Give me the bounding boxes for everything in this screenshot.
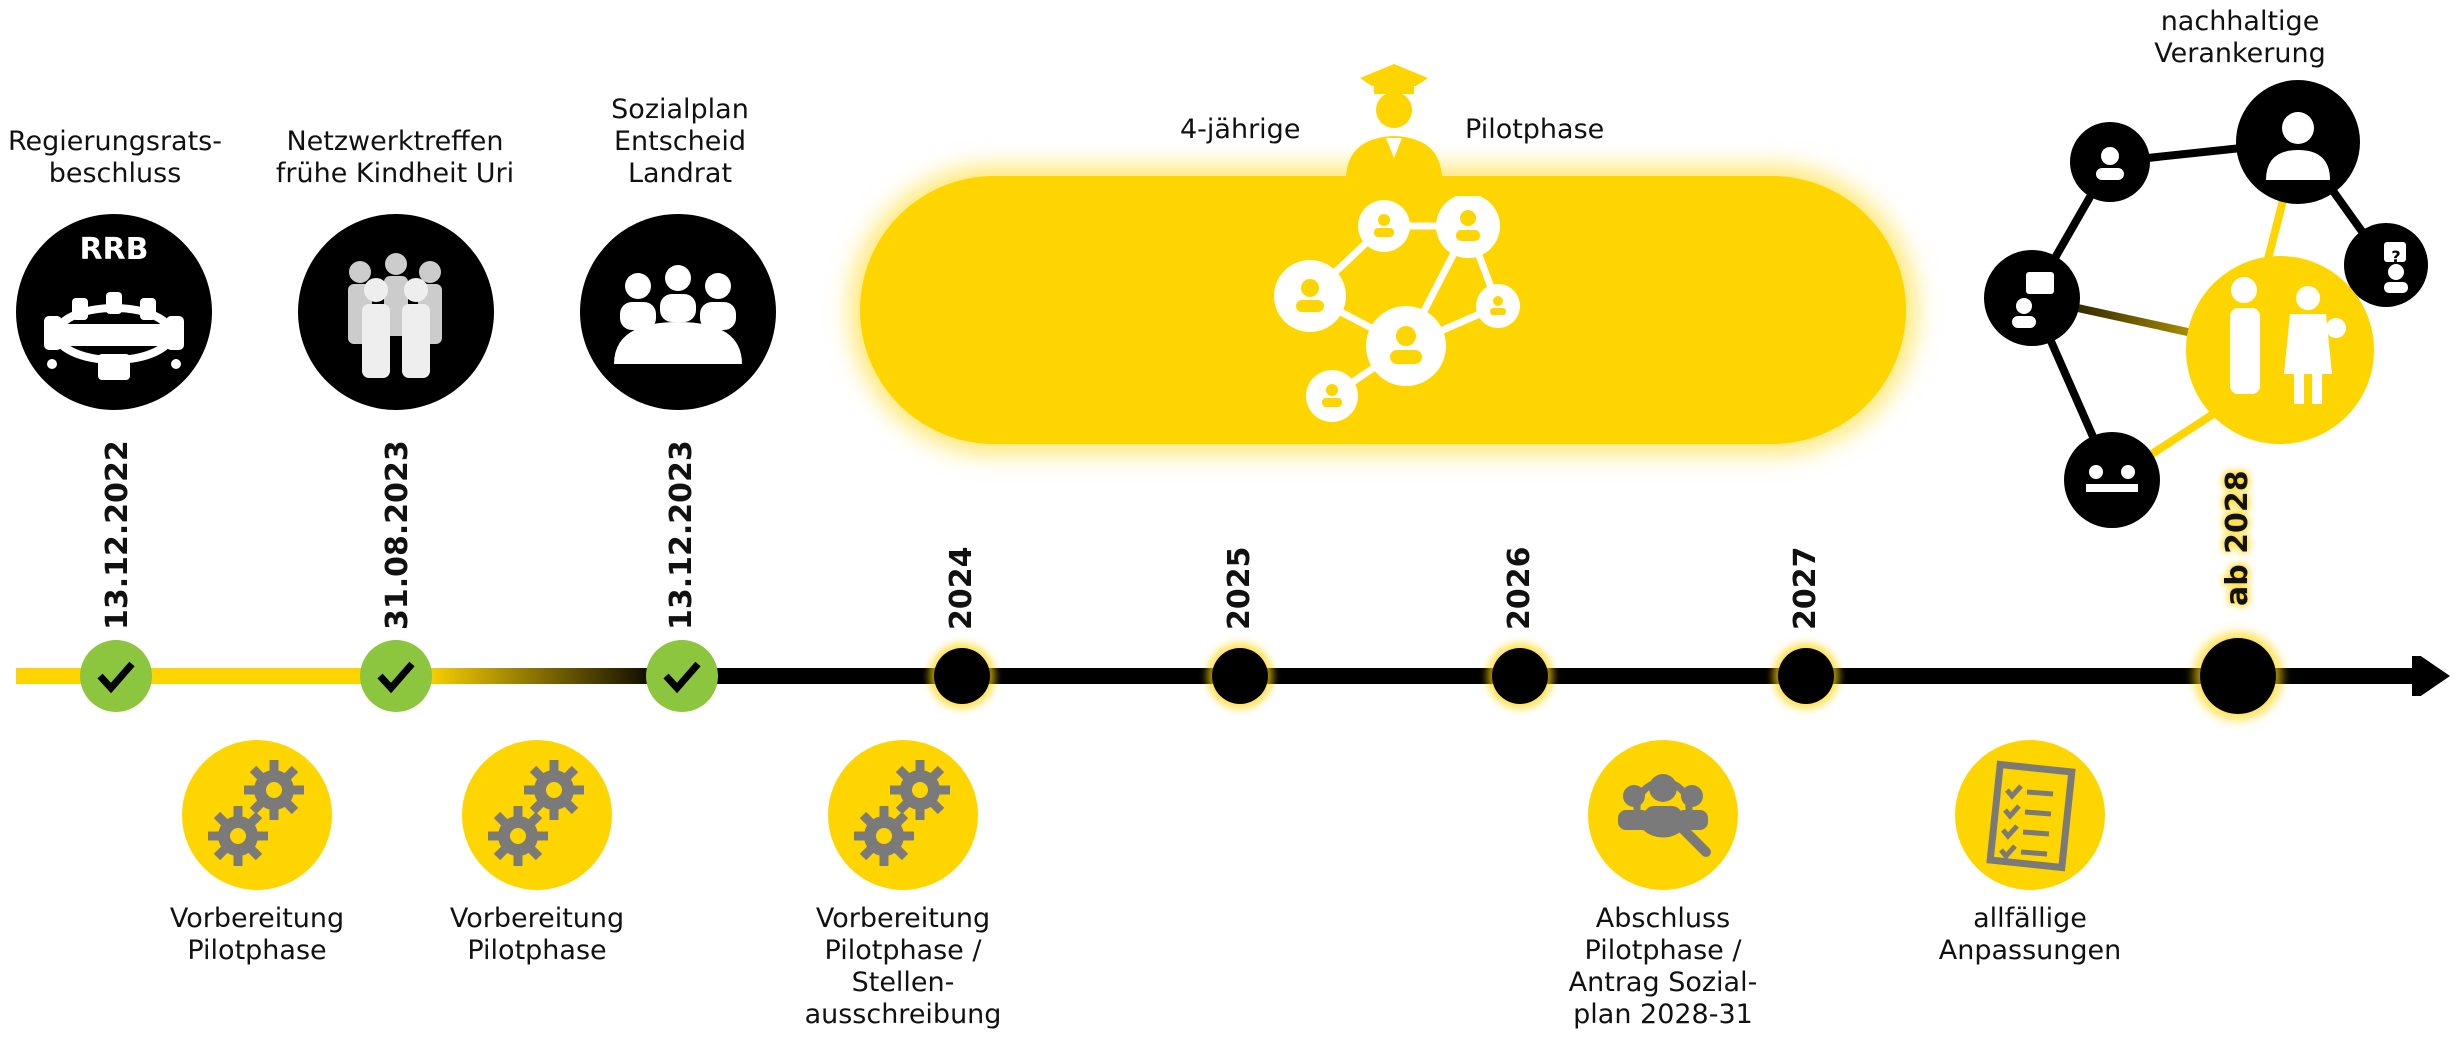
vorbereitung-caption-1: Vorbereitung Pilotphase [169,903,345,966]
svg-text:?: ? [2391,247,2400,266]
milestone-dot-2028 [2200,638,2276,714]
milestone-dot-2027 [1778,648,1834,704]
gears-icon [462,740,612,890]
gears-icon [828,740,978,890]
nachhaltig-caption: nachhaltige Verankerung [2154,6,2326,69]
checkmark-icon [377,661,415,694]
search-people-icon [1588,740,1738,890]
rrb-meeting-icon: RRB [16,214,212,410]
pilot-right-label: Pilotphase [1465,114,1605,145]
gears-icon [182,740,332,890]
milestone-check-2 [360,640,432,712]
sozialplan-caption: Sozialplan Entscheid Landrat [611,94,749,189]
anpassungen-caption: allfällige Anpassungen [1938,903,2122,966]
checkmark-icon [663,661,701,694]
pilot-left-label: 4-jährige [1180,114,1301,145]
date-label: 31.08.2023 [380,440,415,630]
rrb-caption: Regierungsrats- beschluss [8,126,222,189]
milestone-dot-2024 [934,648,990,704]
pilot-person-icon [1342,62,1446,182]
milestone-check-1 [80,640,152,712]
milestone-check-3 [646,640,718,712]
checklist-icon [1955,740,2105,890]
abschluss-caption: Abschluss Pilotphase / Antrag Sozial- pl… [1568,903,1758,1030]
milestone-dot-2025 [1212,648,1268,704]
date-label: 13.12.2023 [664,440,699,630]
vorbereitung-stellen-caption: Vorbereitung Pilotphase / Stellen- aussc… [804,903,1002,1030]
date-label: 2025 [1222,546,1257,631]
date-label: 2024 [944,546,979,631]
date-label: 13.12.2022 [100,440,135,630]
people-group-icon [298,214,494,410]
milestone-dot-2026 [1492,648,1548,704]
sustainability-network: ? [1960,80,2430,530]
date-label: 2026 [1502,546,1537,631]
netzwerk-caption: Netzwerktreffen frühe Kindheit Uri [275,126,515,189]
checkmark-icon [97,661,135,694]
vorbereitung-caption-2: Vorbereitung Pilotphase [449,903,625,966]
rrb-icon-text: RRB [79,232,149,267]
date-label: 2027 [1788,546,1823,631]
network-icon [1260,196,1540,436]
date-label: ab 2028 [2220,470,2255,606]
assembly-icon [580,214,776,410]
